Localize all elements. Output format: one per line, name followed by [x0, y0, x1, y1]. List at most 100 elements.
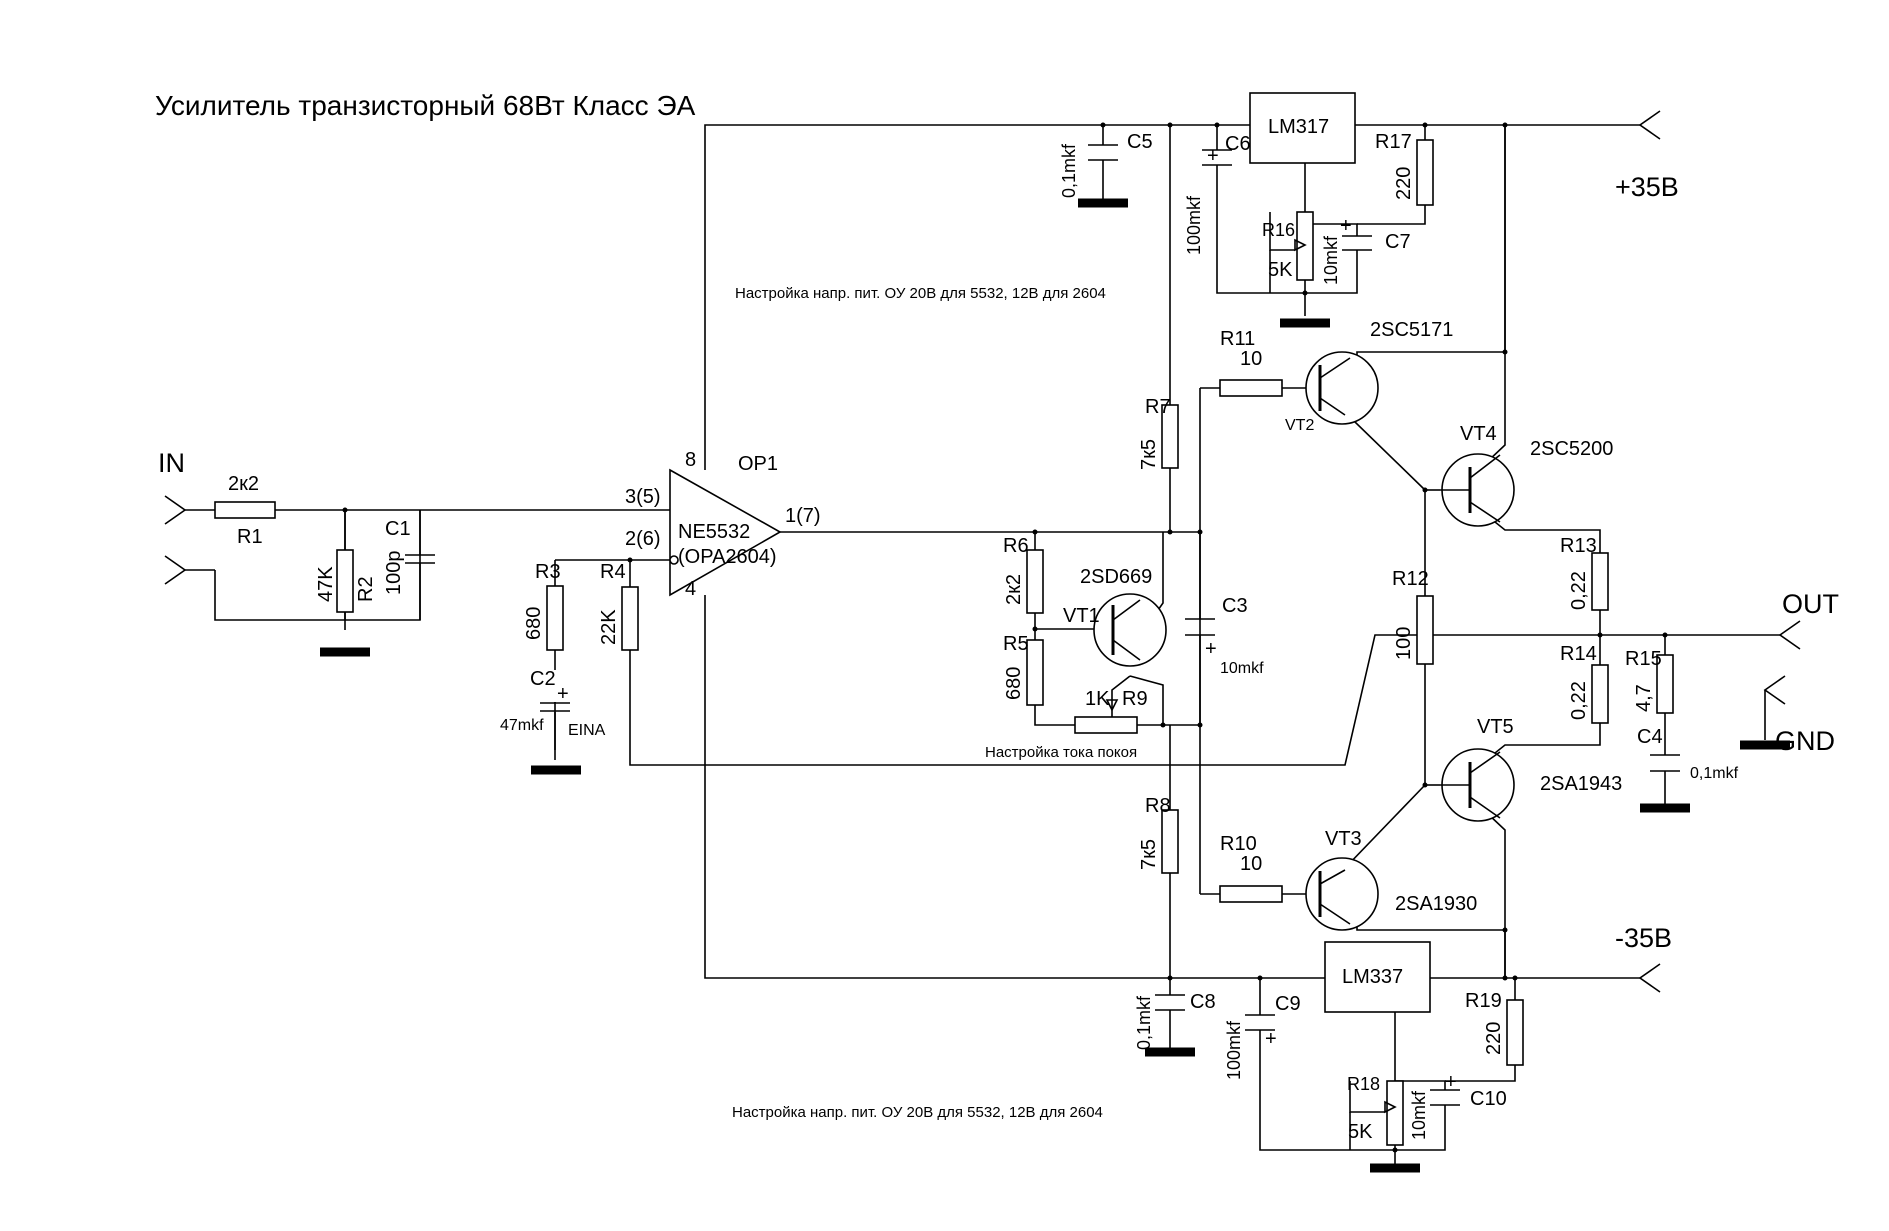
- opamp-op1: NE5532 (OPA2604) OP1 3(5) 2(6) 1(7) 8 4: [625, 449, 821, 600]
- r2-ref: R2: [355, 576, 377, 602]
- resistor-r14: [1591, 664, 1609, 724]
- supply-note-bottom: Настройка напр. пит. ОУ 20В для 5532, 12…: [732, 1104, 1103, 1121]
- vt4-part: 2SC5200: [1530, 438, 1613, 460]
- resistor-r12: [1416, 595, 1434, 665]
- r18-ref: R18: [1347, 1074, 1380, 1094]
- svg-text:+: +: [1207, 145, 1219, 167]
- bias-note: Настройка тока покоя: [985, 744, 1137, 761]
- c3-ref: C3: [1222, 595, 1248, 617]
- svg-text:+: +: [1445, 1071, 1457, 1093]
- resistor-r8: [1161, 809, 1179, 874]
- r16-ref: R16: [1262, 220, 1295, 240]
- resistor-r7: [1161, 404, 1179, 469]
- capacitor-c7: [1342, 235, 1372, 251]
- r8-ref: R8: [1145, 795, 1171, 817]
- transistor-vt1: [1093, 593, 1167, 667]
- transistor-vt5: [1440, 748, 1515, 822]
- r17-value: 220: [1393, 167, 1415, 200]
- resistor-r4: [621, 586, 639, 651]
- capacitor-c4: [1650, 754, 1680, 772]
- c7-value: 10mkf: [1321, 235, 1341, 285]
- c2-ref: C2: [530, 668, 556, 690]
- in-label: IN: [158, 448, 185, 478]
- r16-value: 5K: [1268, 259, 1293, 281]
- c8-ref: C8: [1190, 991, 1216, 1013]
- capacitor-c5: [1088, 144, 1118, 161]
- r1-value: 2к2: [228, 473, 259, 495]
- regulator-neg-label: LM337: [1342, 966, 1403, 988]
- resistor-r9: [1074, 716, 1138, 734]
- c4-ref: C4: [1637, 726, 1663, 748]
- r13-value: 0,22: [1568, 571, 1590, 610]
- r10-ref: R10: [1220, 833, 1257, 855]
- c5-value: 0,1mkf: [1059, 143, 1079, 198]
- in-connector: [164, 495, 187, 525]
- capacitor-c8: [1155, 994, 1185, 1011]
- c4-value: 0,1mkf: [1690, 765, 1739, 782]
- c3-value: 10mkf: [1220, 660, 1264, 677]
- opamp-pin-vneg: 4: [685, 578, 696, 600]
- vt3-ref: VT3: [1325, 828, 1362, 850]
- c2-value: 47mkf: [500, 717, 544, 734]
- c8-value: 0,1mkf: [1134, 995, 1154, 1050]
- c10-ref: C10: [1470, 1088, 1507, 1110]
- r10-value: 10: [1240, 853, 1262, 875]
- vt5-ref: VT5: [1477, 716, 1514, 738]
- capacitors: + + + + + +: [405, 144, 1680, 1106]
- connectors: [164, 110, 1801, 993]
- r18-value: 5K: [1348, 1121, 1373, 1143]
- resistor-r10: [1219, 885, 1283, 903]
- resistor-r17: [1416, 139, 1434, 206]
- resistor-r16: [1296, 211, 1314, 281]
- wires: [185, 124, 1780, 1165]
- r11-value: 10: [1240, 348, 1262, 370]
- r4-value: 22K: [598, 609, 620, 645]
- r19-value: 220: [1483, 1022, 1505, 1055]
- labels: IN OUT GND +35В -35В 2к2 R1 R2 47K C1 10…: [158, 131, 1839, 1143]
- regulator-lm317: LM317: [1249, 92, 1356, 164]
- vt2-part: 2SC5171: [1370, 319, 1453, 341]
- gnd-label: GND: [1775, 726, 1835, 756]
- r13-ref: R13: [1560, 535, 1597, 557]
- capacitor-c9: [1245, 1014, 1275, 1031]
- ground-symbols: [320, 198, 1790, 1173]
- opamp-pin-minus: 2(6): [625, 528, 661, 550]
- vt3-part: 2SA1930: [1395, 893, 1477, 915]
- capacitor-c6: [1202, 149, 1232, 166]
- resistors: [214, 139, 1674, 1146]
- resistor-r13: [1591, 552, 1609, 611]
- resistor-r6: [1026, 549, 1044, 614]
- supply-note-top: Настройка напр. пит. ОУ 20В для 5532, 12…: [735, 285, 1106, 302]
- r5-ref: R5: [1003, 633, 1029, 655]
- resistor-r15: [1656, 654, 1674, 714]
- r3-ref: R3: [535, 561, 561, 583]
- c7-ref: C7: [1385, 231, 1411, 253]
- resistor-r19: [1506, 999, 1524, 1066]
- r14-value: 0,22: [1568, 681, 1590, 720]
- vt1-ref: VT1: [1063, 605, 1100, 627]
- r9-ref: R9: [1122, 688, 1148, 710]
- vneg-label: -35В: [1615, 923, 1672, 953]
- r14-ref: R14: [1560, 643, 1597, 665]
- capacitor-c1: [405, 510, 435, 620]
- junctions: [342, 122, 1668, 1153]
- vt5-part: 2SA1943: [1540, 773, 1622, 795]
- r8-value: 7к5: [1138, 839, 1160, 870]
- opamp-pin-out: 1(7): [785, 505, 821, 527]
- transistor-vt2: [1305, 351, 1379, 425]
- r12-ref: R12: [1392, 568, 1429, 590]
- c9-value: 100mkf: [1224, 1020, 1244, 1080]
- resistor-r18: [1386, 1080, 1404, 1146]
- r6-value: 2к2: [1003, 574, 1025, 605]
- r7-value: 7к5: [1138, 439, 1160, 470]
- opamp-pin-plus: 3(5): [625, 486, 661, 508]
- c2-extra: EINA: [568, 722, 606, 739]
- capacitor-c10: [1430, 1089, 1460, 1106]
- opamp-ref: OP1: [738, 453, 778, 475]
- r17-ref: R17: [1375, 131, 1412, 153]
- gnd-connector: [1763, 675, 1786, 705]
- r19-ref: R19: [1465, 990, 1502, 1012]
- svg-text:+: +: [1265, 1028, 1277, 1050]
- c9-ref: C9: [1275, 993, 1301, 1015]
